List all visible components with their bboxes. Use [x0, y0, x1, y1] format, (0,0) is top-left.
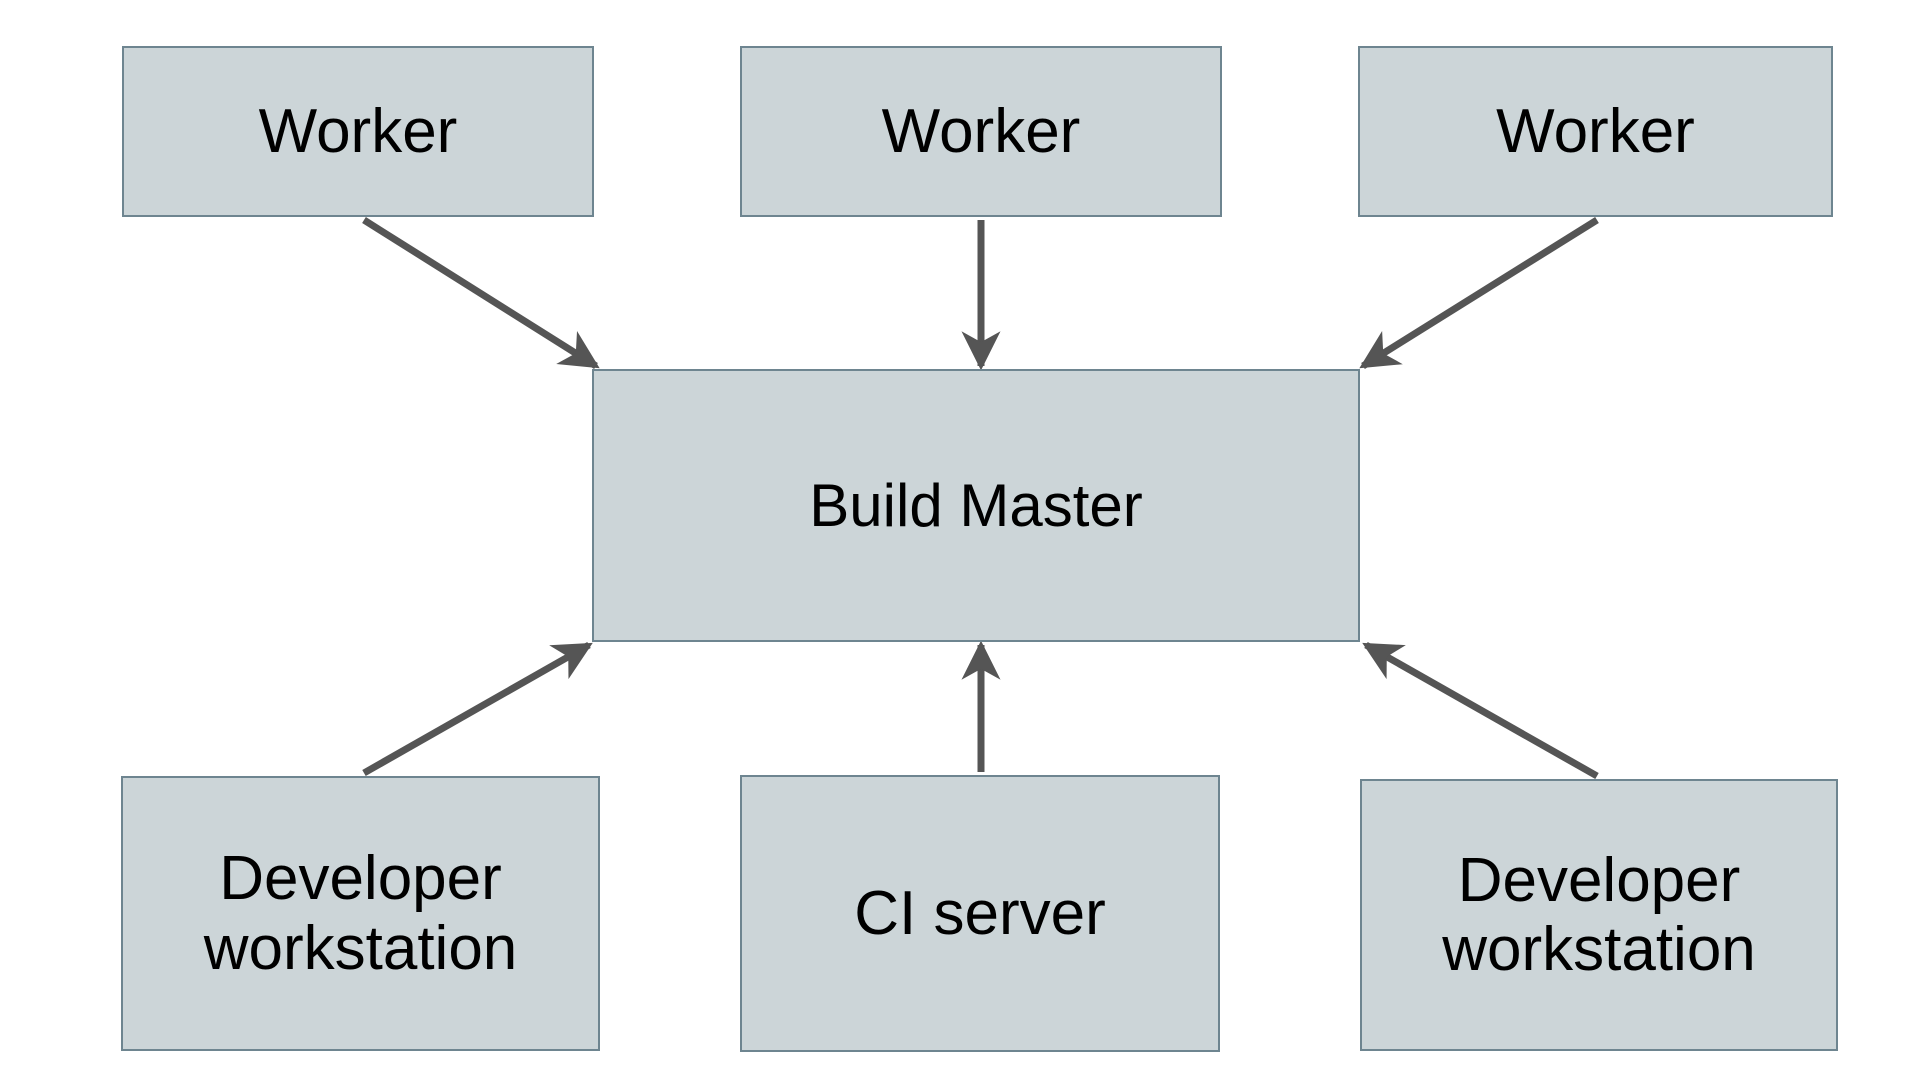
node-worker-top-right[interactable]: Worker — [1358, 46, 1833, 217]
edge-dev-workstation-right-to-build-master — [1362, 641, 1599, 780]
node-worker-top-center[interactable]: Worker — [740, 46, 1222, 217]
node-dev-workstation-left[interactable]: Developer workstation — [121, 776, 600, 1051]
node-label: Build Master — [809, 471, 1143, 539]
edge-dev-workstation-left-to-build-master — [362, 641, 593, 777]
node-label: Developer workstation — [203, 844, 518, 983]
node-dev-workstation-right[interactable]: Developer workstation — [1360, 779, 1838, 1051]
node-label: Worker — [258, 96, 458, 166]
edge-worker-top-left-to-build-master — [362, 217, 600, 369]
node-label: Developer workstation — [1442, 845, 1756, 984]
node-label: Worker — [881, 96, 1081, 166]
node-label: Worker — [1496, 96, 1695, 166]
node-build-master[interactable]: Build Master — [592, 369, 1360, 642]
edge-worker-top-right-to-build-master — [1359, 217, 1599, 369]
node-ci-server[interactable]: CI server — [740, 775, 1220, 1052]
node-worker-top-left[interactable]: Worker — [122, 46, 594, 217]
node-label: CI server — [854, 878, 1106, 948]
